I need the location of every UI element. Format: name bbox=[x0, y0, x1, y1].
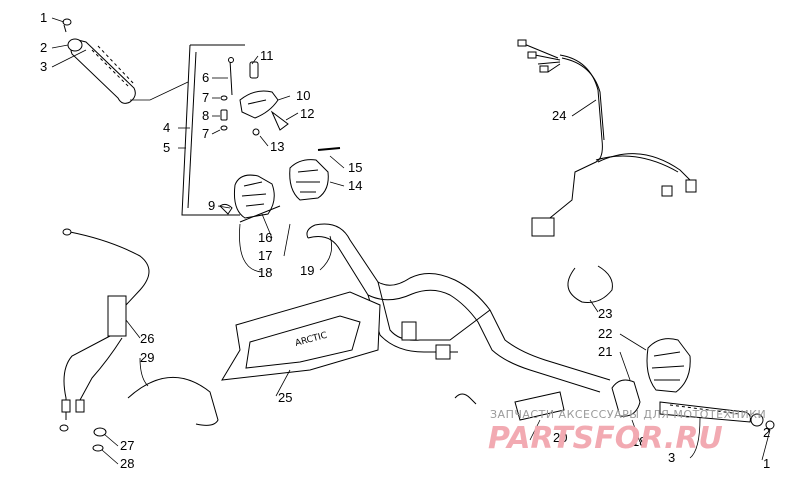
callout-16: 16 bbox=[258, 230, 272, 245]
callout-8: 8 bbox=[202, 108, 209, 123]
callout-11: 11 bbox=[260, 48, 274, 63]
callout-18: 18 bbox=[258, 265, 272, 280]
callout-17: 17 bbox=[258, 248, 272, 263]
callout-19: 19 bbox=[300, 263, 314, 278]
callout-7: 7 bbox=[202, 90, 209, 105]
callout-3: 3 bbox=[40, 59, 47, 74]
callout-2: 2 bbox=[763, 425, 770, 440]
callout-28: 28 bbox=[120, 456, 134, 471]
left-grip bbox=[62, 18, 136, 104]
callout-labels: 1 2 3 4 5 6 7 8 7 9 10 11 12 13 14 15 16… bbox=[40, 10, 770, 471]
callout-18: 18 bbox=[632, 434, 646, 449]
clamp-cover bbox=[454, 391, 565, 421]
watermark-tagline: ЗАПЧАСТИ АКСЕССУАРЫ ДЛЯ МОТОТЕХНИКИ bbox=[490, 408, 766, 421]
throttle-cable bbox=[59, 228, 150, 432]
handlebar-pad: ARCTIC bbox=[221, 291, 381, 381]
callout-1: 1 bbox=[763, 456, 770, 471]
watermark: ЗАПЧАСТИ АКСЕССУАРЫ ДЛЯ МОТОТЕХНИКИ PART… bbox=[488, 408, 766, 456]
callout-25: 25 bbox=[278, 390, 292, 405]
callout-9: 9 bbox=[208, 198, 215, 213]
callout-7: 7 bbox=[202, 126, 209, 141]
callout-14: 14 bbox=[348, 178, 362, 193]
callout-20: 20 bbox=[553, 430, 567, 445]
tether-strap bbox=[127, 377, 219, 426]
callout-3: 3 bbox=[668, 450, 675, 465]
callout-10: 10 bbox=[296, 88, 310, 103]
callout-29: 29 bbox=[140, 350, 154, 365]
callout-1: 1 bbox=[40, 10, 47, 25]
right-grip bbox=[659, 401, 775, 430]
handlebar bbox=[306, 223, 611, 393]
wiring-harness bbox=[517, 39, 697, 237]
hand-warmer-switch bbox=[289, 147, 341, 201]
callout-24: 24 bbox=[552, 108, 566, 123]
callout-5: 5 bbox=[163, 140, 170, 155]
callout-26: 26 bbox=[140, 331, 154, 346]
snap-ring bbox=[567, 265, 613, 303]
callout-15: 15 bbox=[348, 160, 362, 175]
left-switch-housing bbox=[219, 174, 281, 223]
callout-21: 21 bbox=[598, 344, 612, 359]
watermark-brand: PARTSFOR.RU bbox=[488, 421, 723, 456]
callout-13: 13 bbox=[270, 139, 284, 154]
leader-lines bbox=[51, 17, 771, 465]
callout-12: 12 bbox=[300, 106, 314, 121]
callout-23: 23 bbox=[598, 306, 612, 321]
callout-6: 6 bbox=[202, 70, 209, 85]
callout-27: 27 bbox=[120, 438, 134, 453]
callout-2: 2 bbox=[40, 40, 47, 55]
callout-4: 4 bbox=[163, 120, 170, 135]
throttle-block bbox=[611, 338, 691, 417]
throttle-housing-parts bbox=[220, 57, 289, 136]
callout-22: 22 bbox=[598, 326, 612, 341]
switch-bracket-frame bbox=[181, 44, 245, 216]
